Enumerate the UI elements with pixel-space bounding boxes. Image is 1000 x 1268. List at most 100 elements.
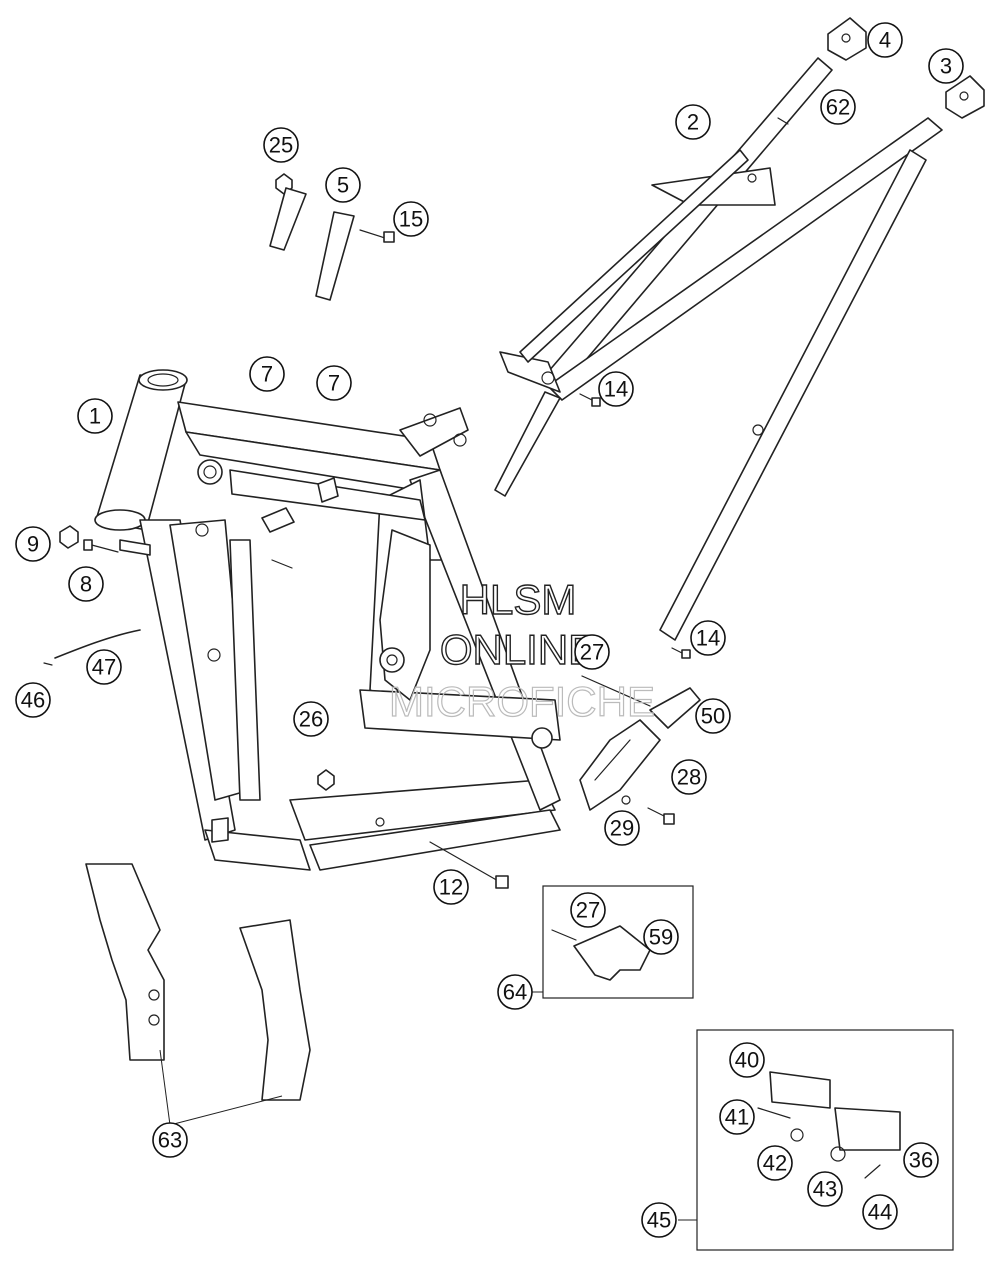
callout-label: 42 bbox=[763, 1151, 787, 1176]
callout-label: 12 bbox=[439, 875, 463, 900]
chain-guide-box bbox=[523, 885, 694, 999]
callout-label: 14 bbox=[696, 626, 720, 651]
callout-label: 50 bbox=[701, 704, 725, 729]
callout-label: 25 bbox=[269, 133, 293, 158]
callout-c14b: 14 bbox=[690, 620, 726, 656]
callout-circle bbox=[570, 892, 606, 928]
callout-circle bbox=[152, 1122, 188, 1158]
callout-circle bbox=[293, 701, 329, 737]
callout-circle bbox=[497, 974, 533, 1010]
callout-label: 7 bbox=[328, 371, 340, 396]
callout-circle bbox=[316, 365, 352, 401]
callout-c43: 43 bbox=[807, 1171, 843, 1207]
callout-label: 2 bbox=[687, 110, 699, 135]
callout-label: 15 bbox=[399, 207, 423, 232]
callout-c27a: 27 bbox=[574, 634, 610, 670]
callout-c36: 36 bbox=[903, 1142, 939, 1178]
callout-circle bbox=[903, 1142, 939, 1178]
callout-label: 40 bbox=[735, 1048, 759, 1073]
callout-circle bbox=[641, 1202, 677, 1238]
callout-label: 64 bbox=[503, 980, 527, 1005]
callout-c62: 62 bbox=[820, 89, 856, 125]
plug-3 bbox=[945, 75, 985, 119]
subframe bbox=[494, 57, 943, 641]
callout-circle bbox=[574, 634, 610, 670]
callout-circle bbox=[690, 620, 726, 656]
callout-circle bbox=[719, 1099, 755, 1135]
callout-c46: 46 bbox=[15, 682, 51, 718]
callout-circle bbox=[598, 371, 634, 407]
callout-circle bbox=[68, 566, 104, 602]
callout-label: 41 bbox=[725, 1105, 749, 1130]
callout-c15: 15 bbox=[393, 201, 429, 237]
callout-label: 43 bbox=[813, 1177, 837, 1202]
callout-label: 45 bbox=[647, 1208, 671, 1233]
callout-c45: 45 bbox=[641, 1202, 677, 1238]
callout-label: 27 bbox=[576, 898, 600, 923]
callout-circle bbox=[757, 1145, 793, 1181]
callout-label: 5 bbox=[337, 173, 349, 198]
callout-c50: 50 bbox=[695, 698, 731, 734]
callout-c3: 3 bbox=[928, 48, 964, 84]
callout-circle bbox=[77, 398, 113, 434]
linkage-plates bbox=[269, 187, 355, 301]
callout-label: 1 bbox=[89, 404, 101, 429]
callout-circle bbox=[86, 649, 122, 685]
callout-label: 4 bbox=[879, 28, 891, 53]
callout-label: 27 bbox=[580, 640, 604, 665]
callout-c14a: 14 bbox=[598, 371, 634, 407]
callout-circle bbox=[433, 869, 469, 905]
callout-c44: 44 bbox=[862, 1194, 898, 1230]
callout-circle bbox=[604, 810, 640, 846]
footpeg-box bbox=[678, 1029, 954, 1251]
watermark-line-3: MICROFICHE bbox=[389, 678, 655, 725]
callout-circle bbox=[729, 1042, 765, 1078]
callout-label: 8 bbox=[80, 572, 92, 597]
callout-c64: 64 bbox=[497, 974, 533, 1010]
callout-c1: 1 bbox=[77, 398, 113, 434]
plug-4 bbox=[827, 17, 867, 61]
callout-circle bbox=[249, 356, 285, 392]
callout-c63: 63 bbox=[152, 1122, 188, 1158]
callout-label: 29 bbox=[610, 816, 634, 841]
watermark-line-1: HLSM bbox=[460, 576, 577, 623]
callout-c2: 2 bbox=[675, 104, 711, 140]
callout-circle bbox=[263, 127, 299, 163]
callout-c42: 42 bbox=[757, 1145, 793, 1181]
callout-label: 46 bbox=[21, 688, 45, 713]
callout-c40: 40 bbox=[729, 1042, 765, 1078]
callout-c59: 59 bbox=[643, 919, 679, 955]
callout-c47: 47 bbox=[86, 649, 122, 685]
callout-circle bbox=[820, 89, 856, 125]
callout-c4: 4 bbox=[867, 22, 903, 58]
callout-label: 14 bbox=[604, 377, 628, 402]
callout-label: 63 bbox=[158, 1128, 182, 1153]
callout-c27b: 27 bbox=[570, 892, 606, 928]
callout-label: 44 bbox=[868, 1200, 892, 1225]
watermark-line-2: ONLINE bbox=[440, 626, 596, 673]
callout-circle bbox=[15, 526, 51, 562]
callout-circle bbox=[671, 759, 707, 795]
callout-circle bbox=[393, 201, 429, 237]
callout-label: 59 bbox=[649, 925, 673, 950]
callout-circle bbox=[695, 698, 731, 734]
callout-label: 62 bbox=[826, 95, 850, 120]
callout-c41: 41 bbox=[719, 1099, 755, 1135]
callout-label: 28 bbox=[677, 765, 701, 790]
frame-protectors bbox=[85, 863, 311, 1126]
callout-circle bbox=[675, 104, 711, 140]
callout-label: 26 bbox=[299, 707, 323, 732]
callout-label: 9 bbox=[27, 532, 39, 557]
callout-label: 3 bbox=[940, 54, 952, 79]
callout-c5: 5 bbox=[325, 167, 361, 203]
callout-label: 36 bbox=[909, 1148, 933, 1173]
callout-c25: 25 bbox=[263, 127, 299, 163]
callout-c7b: 7 bbox=[316, 365, 352, 401]
callout-c29: 29 bbox=[604, 810, 640, 846]
callout-circle bbox=[643, 919, 679, 955]
callout-c7a: 7 bbox=[249, 356, 285, 392]
main-frame bbox=[94, 369, 561, 871]
callout-c28: 28 bbox=[671, 759, 707, 795]
